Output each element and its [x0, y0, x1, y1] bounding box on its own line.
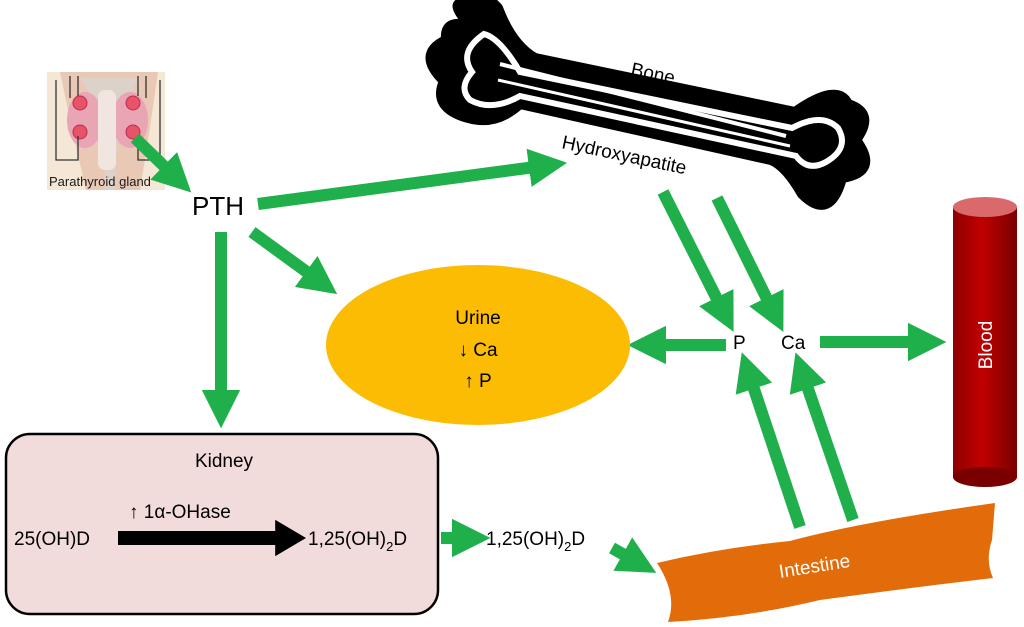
urine-p-line: ↑ P	[464, 371, 491, 392]
blood-vessel-icon	[953, 197, 1017, 487]
urine-title: Urine	[455, 308, 500, 329]
arrow-pth-to-urine	[248, 227, 338, 295]
blood-label: Blood	[976, 321, 997, 370]
phosphate-label: P	[733, 333, 746, 354]
enzyme-label: ↑ 1α-OHase	[129, 502, 231, 523]
arrow-intestine-to-p	[735, 352, 806, 529]
bone-icon	[425, 0, 871, 210]
urine-node	[326, 265, 630, 425]
arrow-hydroxyapatite-to-ca	[711, 195, 784, 333]
intestine-node	[657, 503, 995, 622]
kidney-title: Kidney	[195, 451, 254, 472]
circulating-vitd-label: 1,25(OH)2D	[486, 529, 585, 554]
urine-ca-line: ↓ Ca	[458, 340, 498, 361]
arrow-circulating-to-intestine	[609, 537, 657, 573]
arrows	[130, 133, 947, 573]
kidney-product-label: 1,25(OH)2D	[308, 529, 407, 554]
arrow-hydroxyapatite-to-p	[657, 189, 734, 332]
arrow-intestine-to-ca	[789, 352, 859, 522]
calcium-label: Ca	[781, 333, 806, 354]
kidney-box	[4, 432, 440, 616]
pth-label: PTH	[192, 191, 244, 221]
parathyroid-gland-image: Parathyroid gland	[47, 72, 165, 190]
substrate-label: 25(OH)D	[14, 529, 90, 550]
arrow-gland-to-pth	[130, 133, 192, 193]
gland-caption: Parathyroid gland	[49, 174, 151, 189]
arrow-pth-to-bone	[257, 148, 568, 210]
